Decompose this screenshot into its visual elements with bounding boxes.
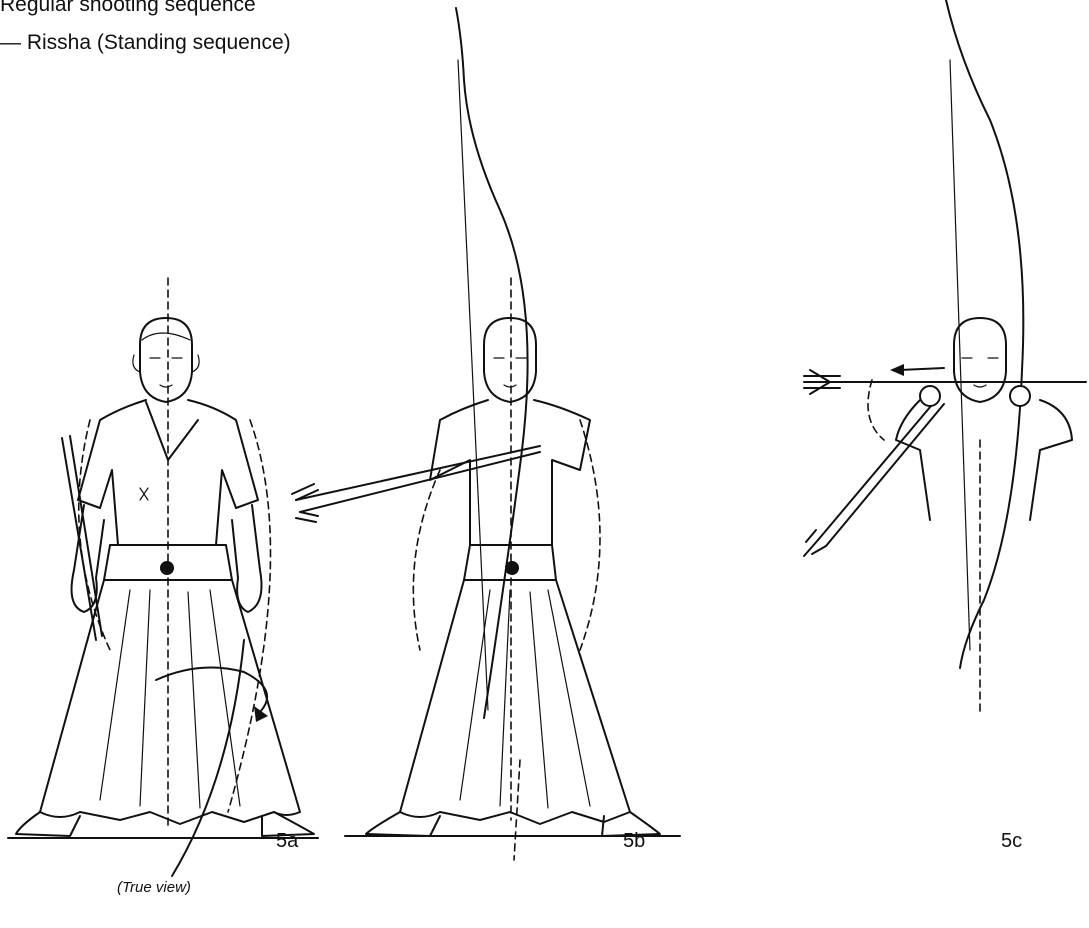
fletching-5b — [292, 484, 318, 522]
bow-ghost-5a — [228, 420, 270, 812]
archer-torso-5c — [896, 400, 1072, 520]
ghost-hand-5c — [868, 380, 884, 440]
figure-label-5c: 5c — [1001, 831, 1022, 851]
rotation-arrow-5a — [156, 668, 267, 713]
figure-5a — [8, 278, 318, 876]
figure-5b — [292, 8, 680, 860]
bowstring-5b — [458, 60, 488, 710]
hakama-5b — [400, 580, 630, 824]
arrow-diagonal-5c — [818, 400, 944, 546]
hakama-5a — [40, 580, 300, 824]
figure-caption-5a: (True view) — [117, 879, 191, 896]
bow-5c — [946, 0, 1023, 668]
figure-label-5a: 5a — [276, 831, 298, 851]
archer-head-5a — [133, 318, 199, 402]
archer-head-5c — [954, 318, 1006, 402]
hand-right-5c — [1010, 386, 1030, 406]
bow-tip-ghost-5b — [514, 760, 520, 860]
figure-5c — [804, 0, 1086, 712]
figure-label-5b: 5b — [623, 831, 645, 851]
arrows-5b — [296, 446, 540, 512]
hand-left-5c — [920, 386, 940, 406]
bow-5b — [456, 8, 528, 718]
belt-dot-5b — [505, 561, 519, 575]
draw-direction-arrow — [900, 368, 944, 370]
ghost-outline-5b — [413, 420, 600, 650]
belt-knot-dot — [160, 561, 174, 575]
